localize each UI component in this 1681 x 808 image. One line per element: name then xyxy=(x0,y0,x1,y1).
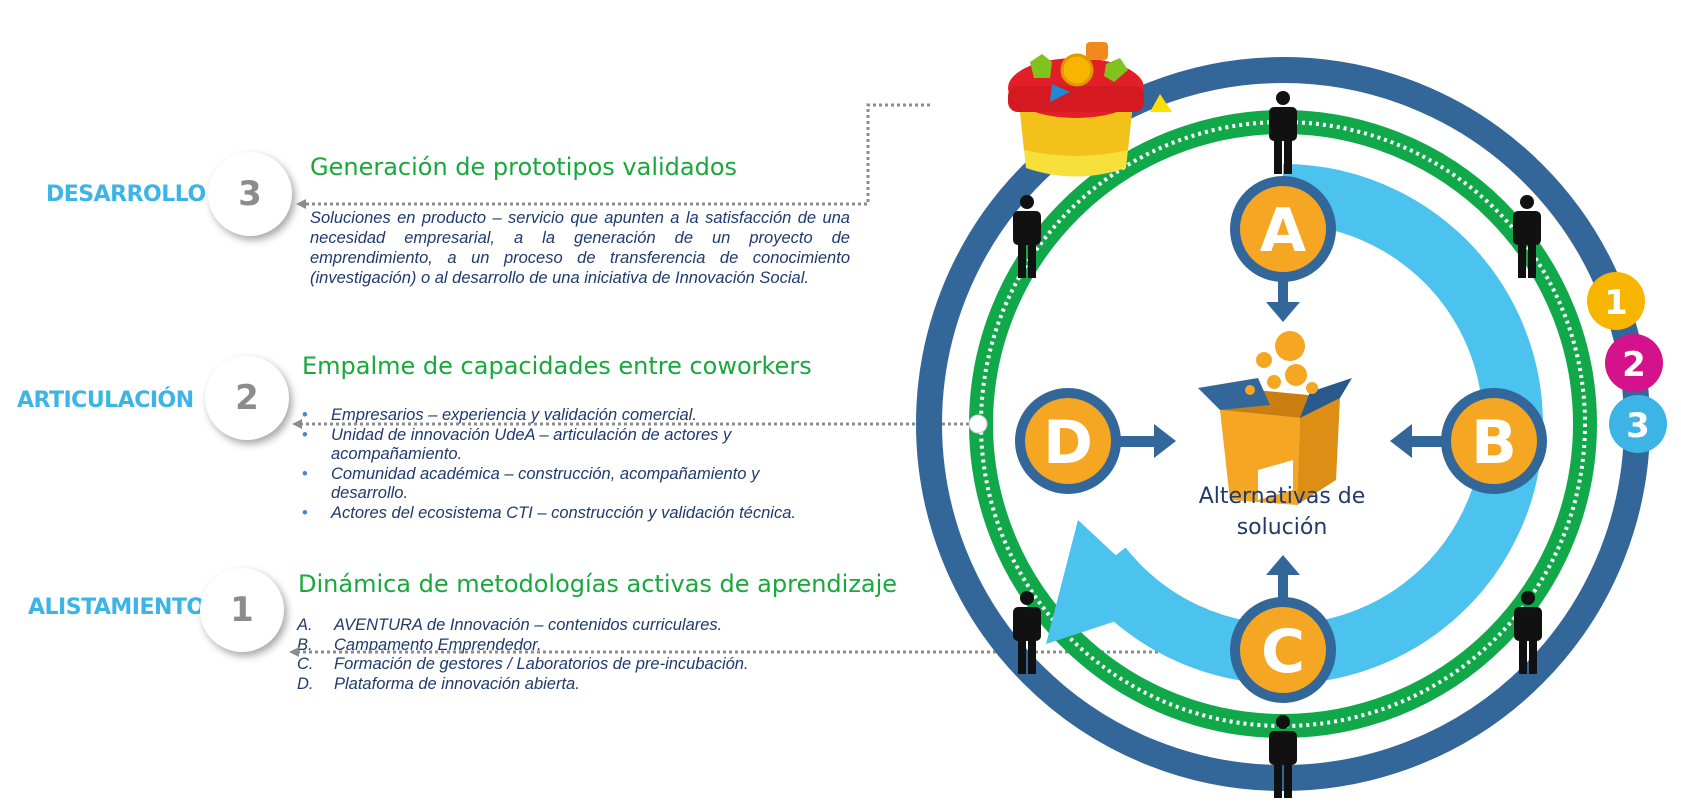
node-d: D xyxy=(1015,388,1121,494)
stage-description-desarrollo: Soluciones en producto – servicio que ap… xyxy=(310,209,850,287)
node-a: A xyxy=(1230,176,1336,282)
stage-number-2: 2 xyxy=(205,356,289,440)
list-item: •Comunidad académica – construcción, aco… xyxy=(302,464,760,503)
svg-text:A: A xyxy=(1260,196,1307,266)
ring-badge-3: 3 xyxy=(1609,395,1667,453)
stage-title-desarrollo: Generación de prototipos validados xyxy=(310,153,738,181)
svg-text:2: 2 xyxy=(1622,345,1646,385)
ring-badge-1: 1 xyxy=(1587,272,1645,330)
person-icon xyxy=(1269,715,1297,798)
arrow-c xyxy=(1266,555,1300,609)
list-item: B.Campamento Emprendedor. xyxy=(297,635,542,654)
list-item: D.Plataforma de innovación abierta. xyxy=(297,674,580,693)
articulacion-list: •Empresarios – experiencia y validación … xyxy=(302,406,822,523)
stage-title-articulacion: Empalme de capacidades entre coworkers xyxy=(302,352,812,380)
stage-label-articulacion: ARTICULACIÓN xyxy=(17,388,194,413)
person-icon xyxy=(1514,591,1542,674)
person-icon xyxy=(1013,195,1041,278)
connector-desarrollo xyxy=(296,103,930,209)
node-b: B xyxy=(1441,388,1547,494)
list-item: •Unidad de innovación UdeA – articulació… xyxy=(302,425,732,464)
list-item: •Empresarios – experiencia y validación … xyxy=(302,406,697,424)
connector-alistamiento xyxy=(289,647,1200,657)
stage-label-alistamiento: ALISTAMIENTO xyxy=(28,595,205,620)
arrow-d xyxy=(1120,424,1176,458)
svg-text:1: 1 xyxy=(1604,283,1628,323)
people-icons xyxy=(1013,91,1542,798)
person-icon xyxy=(1269,91,1297,174)
person-icon xyxy=(1513,195,1541,278)
person-icon xyxy=(1013,591,1041,674)
node-c: C xyxy=(1230,597,1336,703)
svg-text:D: D xyxy=(1043,408,1093,478)
stage-title-alistamiento: Dinámica de metodologías activas de apre… xyxy=(298,570,898,598)
list-item: C.Formación de gestores / Laboratorios d… xyxy=(297,655,749,673)
svg-text:B: B xyxy=(1471,408,1517,478)
arrow-b xyxy=(1390,424,1446,458)
stage-number-3: 3 xyxy=(208,152,292,236)
svg-text:C: C xyxy=(1261,617,1305,687)
center-label: Alternativas de xyxy=(1199,484,1366,509)
connector-articulacion xyxy=(292,419,975,429)
list-item: A.AVENTURA de Innovación – contenidos cu… xyxy=(297,616,723,634)
svg-text:3: 3 xyxy=(1626,406,1650,446)
stage-label-desarrollo: DESARROLLO xyxy=(46,182,206,207)
stage-number-1: 1 xyxy=(200,568,284,652)
connector-dot xyxy=(968,414,988,434)
center-label: solución xyxy=(1237,515,1328,540)
shape-sorter-toy-icon xyxy=(1008,42,1172,177)
cycle-arrow xyxy=(1046,164,1543,684)
ring-badge-2: 2 xyxy=(1605,334,1663,392)
box-icon xyxy=(1198,331,1352,505)
arrow-a xyxy=(1266,268,1300,322)
alistamiento-list: A.AVENTURA de Innovación – contenidos cu… xyxy=(297,616,749,694)
list-item: •Actores del ecosistema CTI – construcci… xyxy=(302,503,796,522)
